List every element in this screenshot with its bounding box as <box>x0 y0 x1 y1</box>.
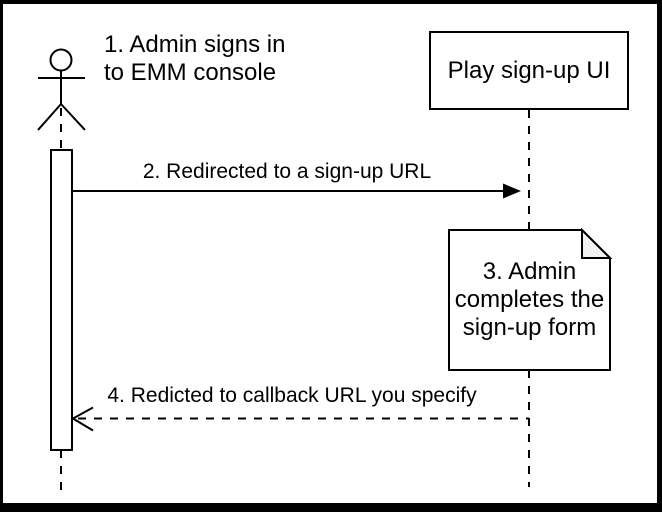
note-label-line3: sign-up form <box>462 314 597 341</box>
actor-head <box>49 48 73 72</box>
note-fold-corner <box>581 227 613 259</box>
note-label: 3. Admin completes the sign-up form <box>449 258 610 342</box>
message-4-arrowhead <box>70 406 94 432</box>
actor-leg-left <box>37 103 62 131</box>
play-signup-ui-label: Play sign-up UI <box>447 56 611 84</box>
actor-step-label-line2: to EMM console <box>104 59 277 86</box>
actor-leg-right <box>60 103 86 131</box>
note-label-line2: completes the <box>454 286 605 313</box>
message-2-label: 2. Redirected to a sign-up URL <box>142 160 432 183</box>
actor-icon <box>37 48 86 131</box>
actor-step-label: 1. Admin signs in to EMM console <box>104 31 285 87</box>
message-4-label: 4. Redicted to callback URL you specify <box>107 384 477 407</box>
message-2-arrowhead <box>503 183 521 199</box>
actor-step-label-line1: 1. Admin signs in <box>104 31 286 58</box>
play-signup-ui-box: Play sign-up UI <box>429 31 629 110</box>
note-shape <box>448 229 611 371</box>
note-label-line1: 3. Admin <box>482 258 577 285</box>
activation-bar <box>50 149 73 451</box>
